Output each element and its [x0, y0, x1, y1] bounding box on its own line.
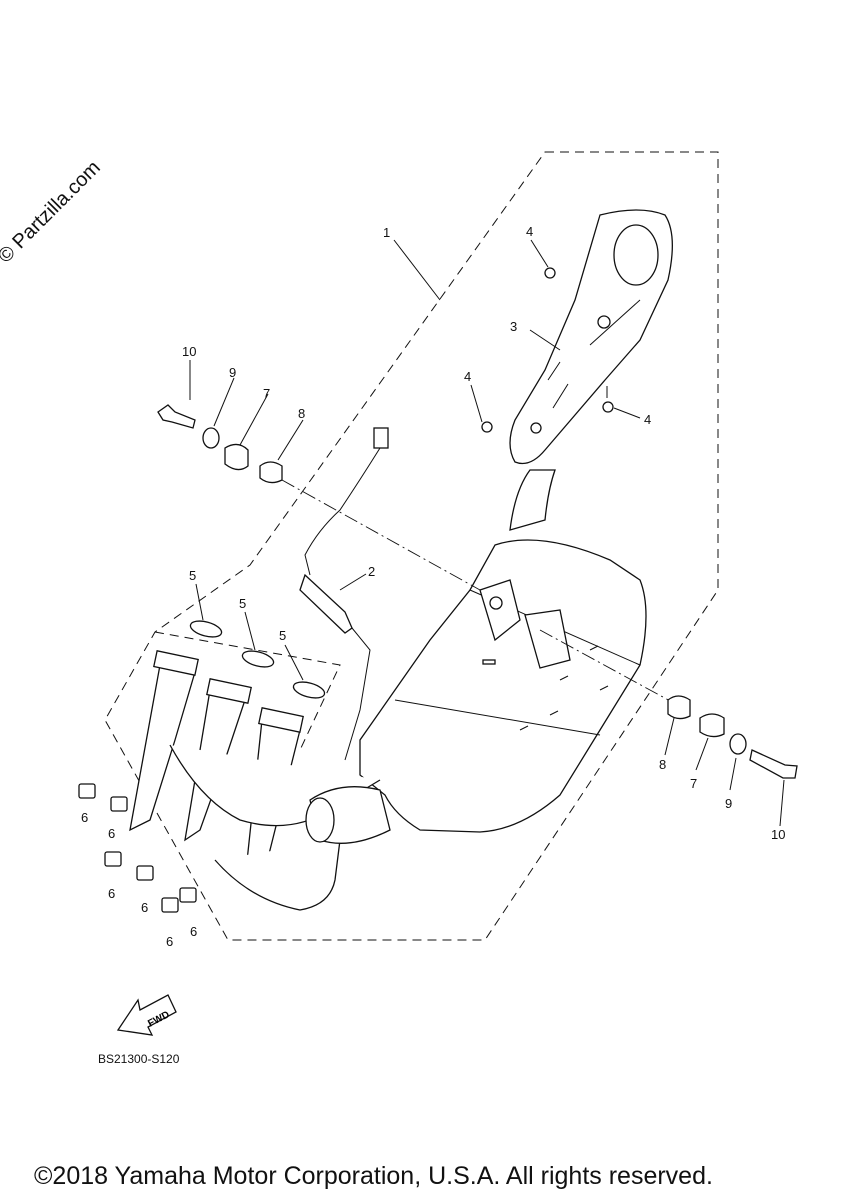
callout-2: 2 — [368, 564, 375, 579]
gasket-5c — [292, 681, 326, 699]
callout-1: 1 — [383, 225, 390, 240]
callout-8b: 8 — [659, 757, 666, 772]
heat-shield — [509, 209, 673, 465]
callout-6c: 6 — [108, 886, 115, 901]
callout-7b: 7 — [690, 776, 697, 791]
callout-6d: 6 — [141, 900, 148, 915]
callout-5b: 5 — [239, 596, 246, 611]
callout-4c: 4 — [644, 412, 651, 427]
callout-4b: 4 — [464, 369, 471, 384]
callout-5c: 5 — [279, 628, 286, 643]
callout-3: 3 — [510, 319, 517, 334]
gasket-5a — [189, 620, 223, 638]
left-mount-hardware — [157, 404, 481, 591]
bolt-4b — [481, 421, 493, 433]
nuts — [78, 783, 197, 913]
callout-9b: 9 — [725, 796, 732, 811]
o2-sensor — [299, 427, 389, 761]
gasket-5b — [241, 650, 275, 668]
callout-6a: 6 — [81, 810, 88, 825]
leader-lines — [189, 239, 785, 827]
callout-6b: 6 — [108, 826, 115, 841]
callout-8a: 8 — [298, 406, 305, 421]
header-subgroup-outline — [154, 631, 341, 751]
callout-5a: 5 — [189, 568, 196, 583]
exhaust-headers — [129, 650, 391, 911]
callout-4a: 4 — [526, 224, 533, 239]
fwd-arrow-icon: FWD — [116, 994, 177, 1036]
copyright-notice: ©2018 Yamaha Motor Corporation, U.S.A. A… — [34, 1162, 713, 1190]
callout-6f: 6 — [190, 924, 197, 939]
bolt-4c — [602, 401, 614, 413]
bolt-4a — [544, 267, 556, 279]
callout-6e: 6 — [166, 934, 173, 949]
muffler — [359, 469, 647, 833]
assembly-outline — [104, 151, 719, 941]
callout-9a: 9 — [229, 365, 236, 380]
right-mount-hardware — [539, 629, 798, 779]
callout-10a: 10 — [182, 344, 196, 359]
drawing-code: BS21300-S120 — [98, 1052, 180, 1066]
callout-7a: 7 — [263, 386, 270, 401]
callout-10b: 10 — [771, 827, 785, 842]
